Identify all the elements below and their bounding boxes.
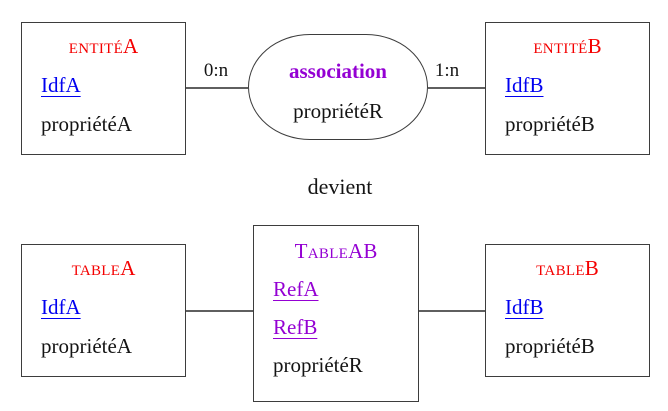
entity-b-attribute: propriétéB [505, 112, 595, 136]
cardinality-left-label: 0:n [203, 60, 229, 81]
table-a-identifier: IdfA [41, 295, 81, 319]
table-b-identifier: IdfB [505, 295, 544, 319]
table-a-title-smallcaps: table [71, 256, 121, 280]
table-b-title-suffix: B [584, 256, 599, 280]
entity-a-title-suffix: A [123, 34, 139, 58]
entity-b-identifier-row: IdfB [486, 66, 649, 105]
entity-b-title-suffix: B [587, 34, 602, 58]
entity-b-identifier: IdfB [505, 73, 544, 97]
entity-a-identifier: IdfA [41, 73, 81, 97]
association-name: association [288, 58, 387, 83]
table-ab-ref-a: RefA [273, 276, 319, 301]
association-attribute: propriétéR [293, 98, 383, 123]
table-ab-ref-b: RefB [273, 314, 318, 339]
association-node: association propriétéR [248, 34, 428, 140]
table-b-attribute: propriétéB [505, 334, 595, 358]
entity-b-attribute-row: propriétéB [486, 105, 649, 144]
entity-a-attribute: propriétéA [41, 112, 132, 136]
table-a-title-suffix: A [120, 256, 136, 280]
connector-entity-a-association [186, 87, 248, 89]
entity-a-identifier-row: IdfA [22, 66, 185, 105]
table-ab-title-smallcaps: Table [294, 238, 349, 263]
entity-a-attribute-row: propriétéA [22, 105, 185, 144]
table-b-title-smallcaps: table [536, 256, 585, 280]
cardinality-right-label: 1:n [434, 60, 460, 81]
table-ab-attribute-row: propriétéR [254, 346, 418, 384]
connector-association-entity-b [428, 87, 486, 89]
connector-table-ab-table-b [419, 310, 486, 312]
table-ab-ref-b-row: RefB [254, 308, 418, 346]
table-b-attribute-row: propriétéB [486, 327, 649, 366]
table-a-attribute: propriétéA [41, 334, 132, 358]
entity-b-title-smallcaps: entité [533, 34, 588, 58]
transition-label: devient [307, 174, 373, 199]
table-a-identifier-row: IdfA [22, 288, 185, 327]
table-a-attribute-row: propriétéA [22, 327, 185, 366]
table-ab-title-suffix: AB [348, 238, 378, 263]
entity-a-title-smallcaps: entité [68, 34, 124, 58]
table-ab-attribute: propriétéR [273, 352, 363, 377]
connector-table-a-table-ab [186, 310, 253, 312]
table-b-identifier-row: IdfB [486, 288, 649, 327]
table-ab-ref-a-row: RefA [254, 270, 418, 308]
